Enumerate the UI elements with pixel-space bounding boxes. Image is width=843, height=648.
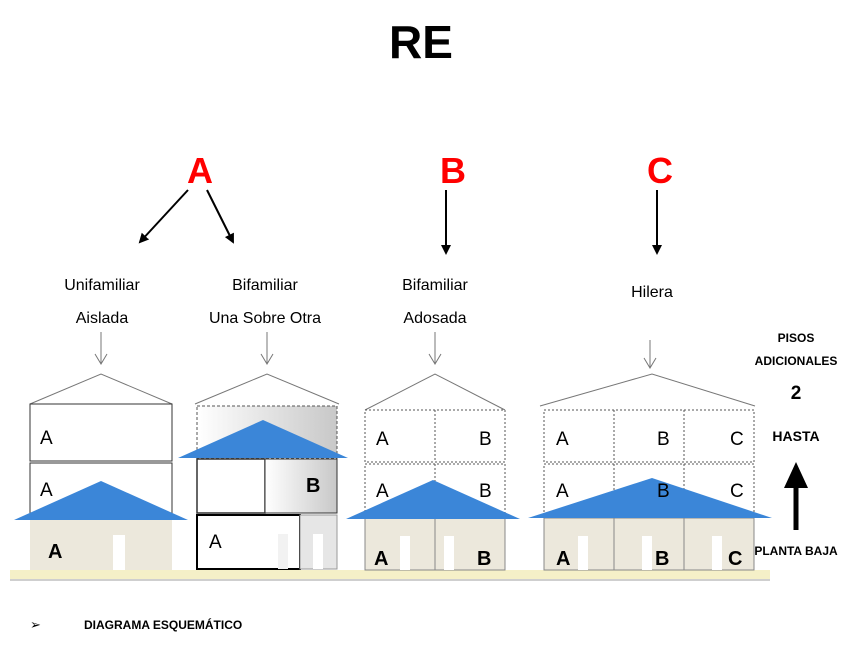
arrow-a-right <box>206 189 234 244</box>
unit-label: A <box>556 429 569 450</box>
footer-caption: DIAGRAMA ESQUEMÁTICO <box>84 617 242 632</box>
arrow-a-left <box>138 189 189 244</box>
bullet-icon: ➢ <box>30 617 41 632</box>
unit-label: A <box>48 541 62 563</box>
group-label-b: B <box>440 150 466 191</box>
unit-label: A <box>209 532 222 553</box>
page-title: RE <box>389 16 453 68</box>
type-label-bifamiliar-1: Bifamiliar <box>232 277 298 294</box>
thin-arrows <box>94 332 657 369</box>
unit-label: B <box>657 429 670 450</box>
side-number: 2 <box>791 383 802 404</box>
side-adicionales: ADICIONALES <box>755 354 838 368</box>
unit-label: B <box>657 481 670 502</box>
side-pisos: PISOS <box>778 331 815 345</box>
building-unifamiliar-aislada <box>14 373 188 570</box>
unit-label: B <box>477 548 491 570</box>
unit-label: C <box>730 481 744 502</box>
unit-label: B <box>479 481 492 502</box>
type-label-una-sobre-otra: Una Sobre Otra <box>209 310 321 327</box>
type-label-bifamiliar-2: Bifamiliar <box>402 277 468 294</box>
type-label-aislada: Aislada <box>76 310 129 327</box>
ground-strip <box>10 570 770 580</box>
type-label-adosada: Adosada <box>403 310 466 327</box>
unit-label: A <box>40 428 53 449</box>
type-label-unifamiliar: Unifamiliar <box>64 277 140 294</box>
group-label-a: A <box>187 150 213 191</box>
unit-label: C <box>730 429 744 450</box>
side-hasta: HASTA <box>772 428 819 444</box>
building-bifamiliar-sobre-otra <box>178 373 348 570</box>
unit-label: A <box>556 481 569 502</box>
unit-label: A <box>556 548 570 570</box>
side-planta-baja: PLANTA BAJA <box>754 544 838 558</box>
unit-label: B <box>479 429 492 450</box>
unit-label: B <box>306 475 320 497</box>
building-bifamiliar-adosada <box>346 373 520 571</box>
unit-label: B <box>655 548 669 570</box>
unit-label: A <box>374 548 388 570</box>
building-hilera <box>528 373 772 571</box>
unit-label: A <box>40 480 53 501</box>
up-arrow-icon <box>784 462 808 530</box>
unit-label: C <box>728 548 742 570</box>
type-label-hilera: Hilera <box>631 284 673 301</box>
unit-label: A <box>376 481 389 502</box>
group-label-c: C <box>647 150 673 191</box>
unit-label: A <box>376 429 389 450</box>
